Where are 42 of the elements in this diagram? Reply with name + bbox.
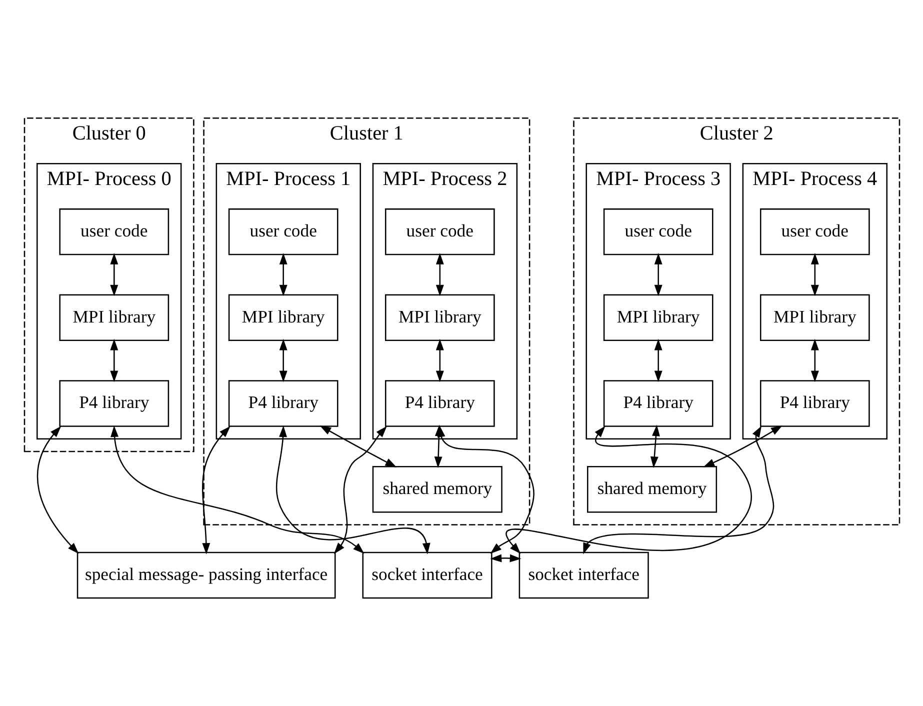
arrow xyxy=(506,426,752,554)
arrow xyxy=(202,426,230,554)
arrow xyxy=(810,338,818,382)
arrow xyxy=(319,426,396,468)
arrow xyxy=(582,426,774,554)
node-box: P4 library xyxy=(58,380,169,427)
node-box: user code xyxy=(384,208,494,256)
node-box: user code xyxy=(602,208,713,256)
node-box: MPI library xyxy=(58,294,169,341)
node-box: socket interface xyxy=(518,552,648,599)
node-box: MPI library xyxy=(602,294,713,341)
arrow xyxy=(435,253,444,296)
node-box: user code xyxy=(58,208,169,256)
node-box: MPI library xyxy=(228,294,338,341)
arrow xyxy=(436,426,534,554)
arrow xyxy=(110,338,118,382)
arrow xyxy=(110,426,364,554)
arrow xyxy=(490,554,521,562)
node-box: user code xyxy=(228,208,338,256)
node-box: shared memory xyxy=(586,466,717,513)
node-box: P4 library xyxy=(602,380,713,427)
node-box: user code xyxy=(759,208,870,256)
node-box: MPI library xyxy=(759,294,870,341)
arrow xyxy=(654,338,662,382)
node-box: socket interface xyxy=(362,552,492,599)
node-box: P4 library xyxy=(228,380,338,427)
arrow xyxy=(36,426,78,554)
arrow xyxy=(333,426,386,554)
arrow xyxy=(278,253,287,296)
arrow xyxy=(435,338,444,382)
arrow xyxy=(110,253,118,296)
arrow xyxy=(276,426,430,554)
node-box: special message- passing interface xyxy=(76,552,336,599)
arrow xyxy=(810,253,818,296)
node-box: shared memory xyxy=(372,466,502,513)
arrow xyxy=(702,425,782,468)
node-box: P4 library xyxy=(384,380,494,427)
node-box: P4 library xyxy=(759,380,870,427)
arrow xyxy=(654,253,662,296)
arrow xyxy=(650,424,660,468)
node-box: MPI library xyxy=(384,294,494,341)
arrow xyxy=(278,338,287,382)
